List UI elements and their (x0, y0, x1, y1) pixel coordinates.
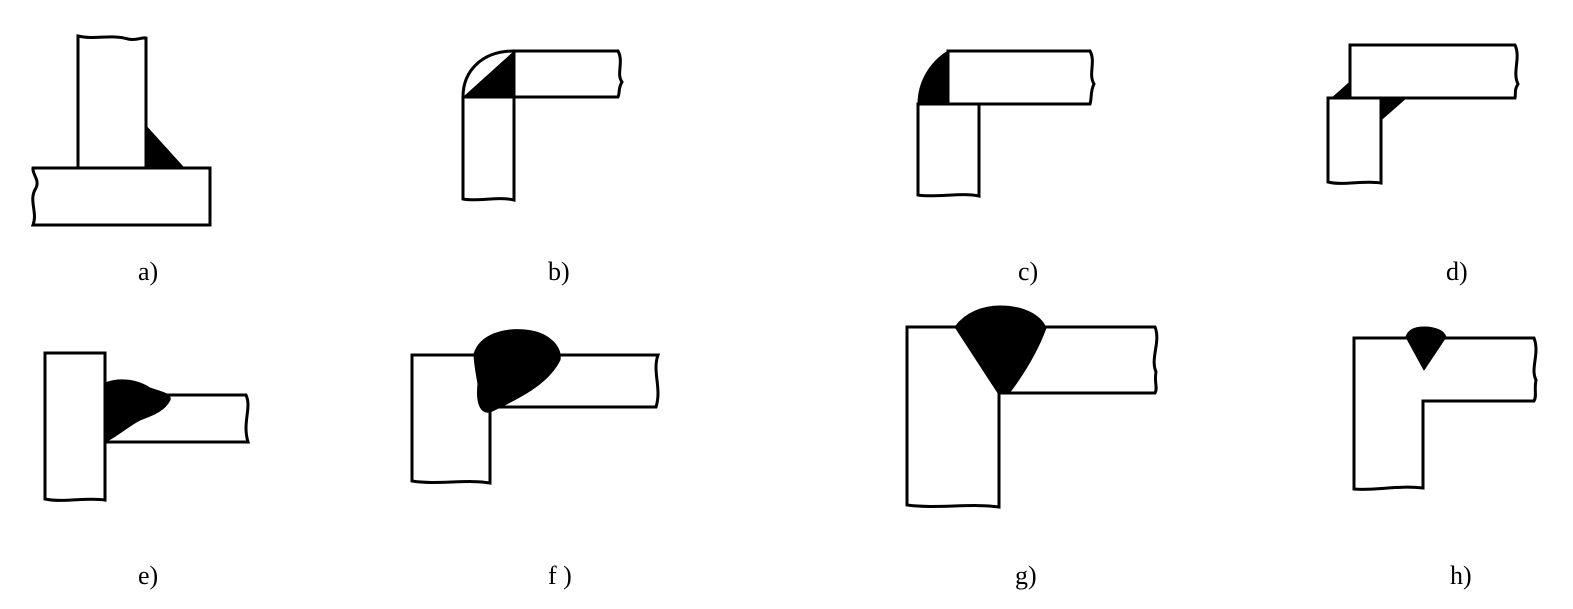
joint-b-weld-outline (461, 49, 515, 98)
joint-f-horizontal-plate (410, 353, 661, 485)
figure-caption-a: a) (138, 257, 158, 286)
joint-c-vertical-plate (916, 102, 981, 198)
joint-a-vertical-plate (76, 34, 148, 168)
joint-g-v-groove-weld (954, 305, 1047, 394)
joint-a: a) (30, 34, 212, 286)
joint-b: b) (461, 49, 624, 286)
joint-a-base-plate (30, 166, 212, 227)
joint-c-corner-weld (917, 50, 949, 105)
joint-f-convex-weld (473, 329, 561, 413)
joint-h-v-weld (1405, 326, 1447, 371)
joint-g: g) (905, 305, 1159, 590)
joint-a-fillet-weld (145, 125, 185, 169)
figure-caption-d: d) (1446, 257, 1468, 286)
figure-caption-c: c) (1018, 257, 1038, 286)
figure-caption-b: b) (548, 257, 570, 286)
joint-e-vertical-plate (43, 351, 107, 502)
joint-h: h) (1352, 326, 1538, 590)
joint-c: c) (916, 49, 1096, 286)
figure-caption-g: g) (1015, 561, 1037, 590)
joint-e-convex-fillet-weld (104, 379, 171, 443)
joint-b-horizontal-plate (512, 49, 624, 99)
joint-b-vertical-plate (461, 95, 516, 202)
figure-caption-e: e) (138, 561, 158, 590)
joint-d-horizontal-plate (1348, 43, 1520, 100)
joint-c-horizontal-plate (946, 49, 1096, 106)
joint-d: d) (1326, 43, 1520, 286)
joint-e: e) (43, 351, 251, 590)
joint-f: f ) (410, 329, 661, 590)
joint-d-inner-fillet-weld (1380, 97, 1407, 121)
joint-d-vertical-plate (1326, 96, 1383, 185)
figure-caption-f: f ) (548, 561, 572, 590)
joint-h-plates (1352, 336, 1538, 491)
joint-g-plates (905, 325, 1159, 509)
figure-caption-h: h) (1450, 561, 1472, 590)
joint-d-outer-fillet-weld (1331, 81, 1351, 99)
